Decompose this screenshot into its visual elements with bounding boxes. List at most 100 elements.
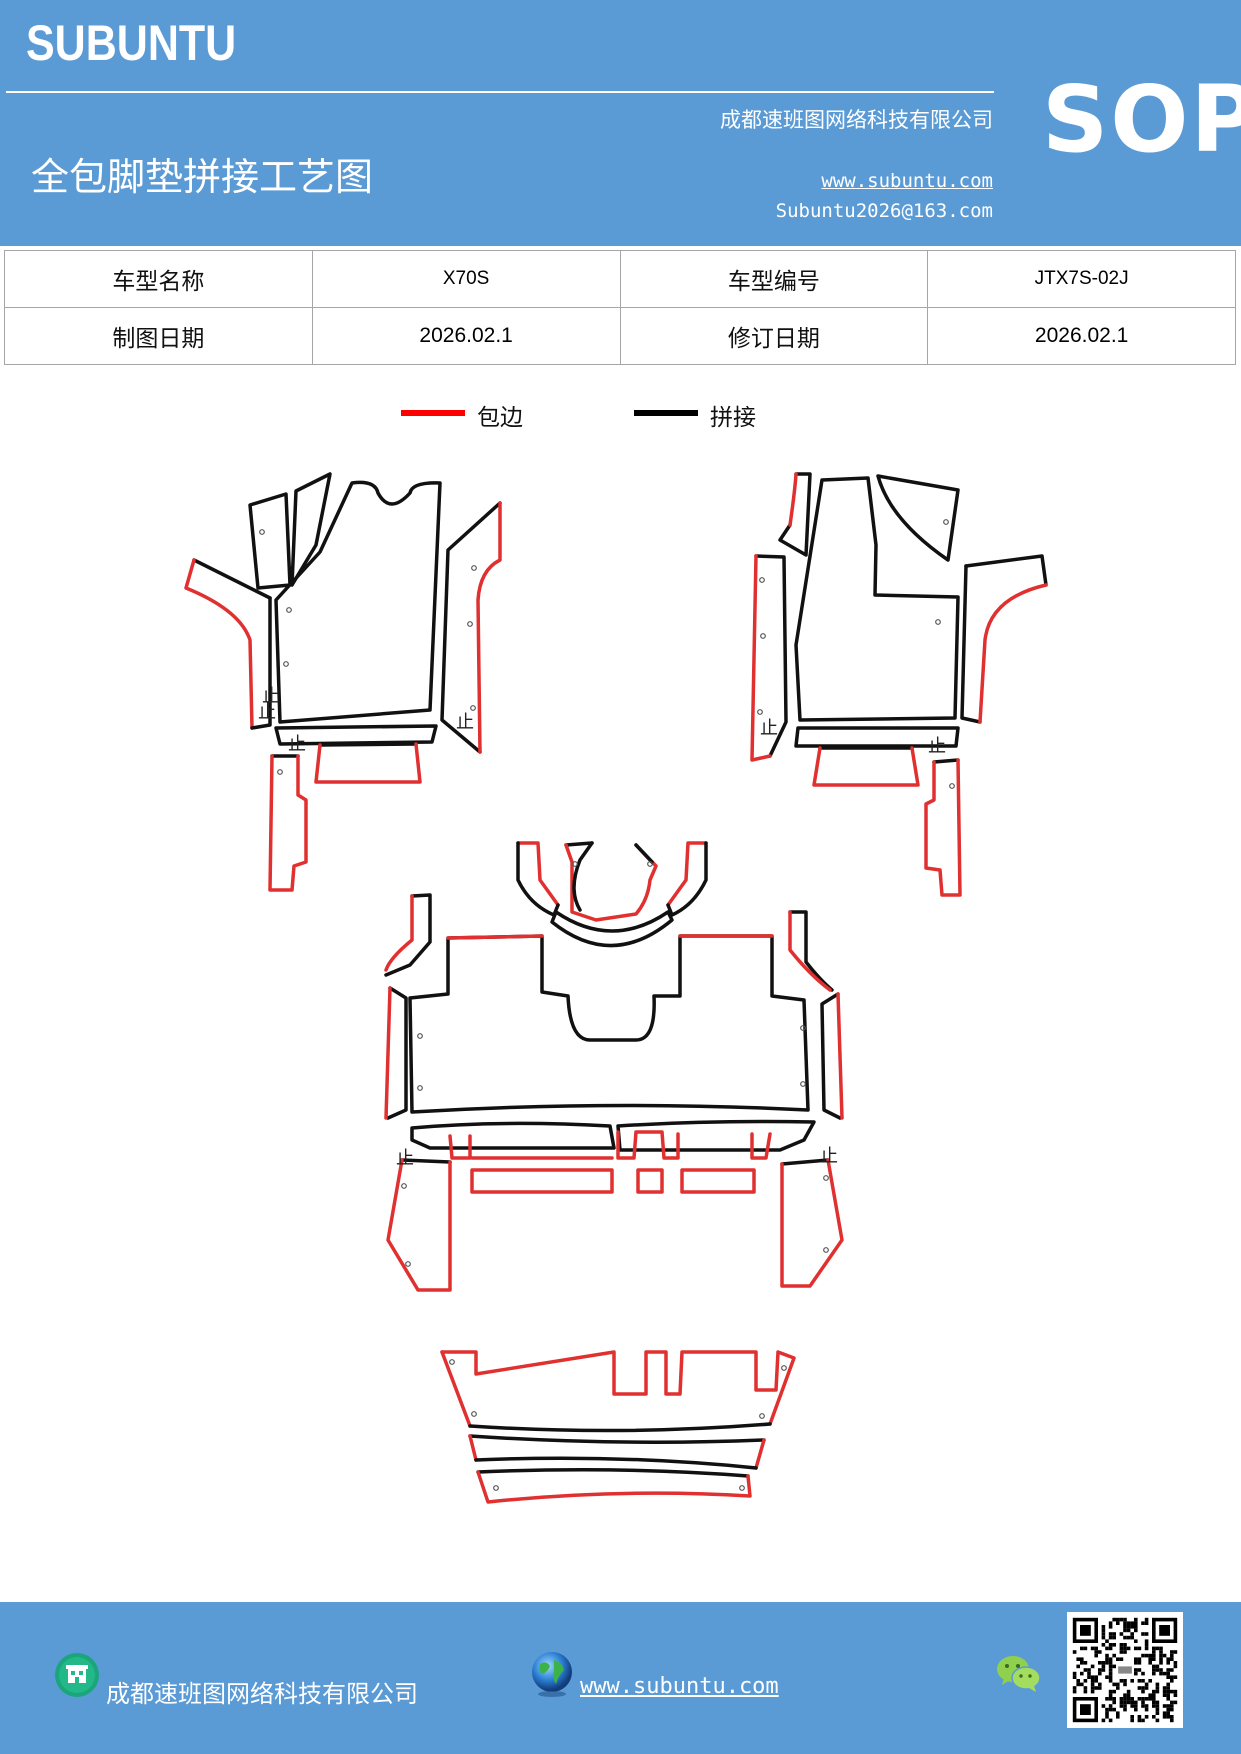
footer-company-name: 成都速班图网络科技有限公司 [106,1680,418,1708]
edge-binding [788,472,798,527]
seam-line [468,1422,772,1433]
legend-seam-label: 拼接 [710,405,756,431]
globe-icon [532,1652,572,1697]
legend-binding-swatch [401,410,465,416]
legend-seam-swatch [634,410,698,416]
seam-line [964,554,1048,587]
edge-binding [812,746,920,787]
footer-website-link[interactable]: www.subuntu.com [580,1674,779,1699]
table-row: 车型名称 X70S 车型编号 JTX7S-02J [4,250,1236,308]
edge-binding [314,742,422,784]
mat-piece [794,726,960,748]
brand-logo: SUBUNTU [26,15,237,71]
model-name-value: X70S [311,250,621,308]
seam-line [788,910,834,992]
hole-markers [259,519,955,1491]
stop-markers: 止 止 止 止 止 止 止 止 [258,686,946,1169]
building-icon [55,1653,99,1697]
stop-marker: 止 [396,1148,414,1169]
revision-date-label: 修订日期 [619,307,929,365]
seam-line [386,986,408,1120]
mat-piece [876,474,960,562]
stop-marker: 止 [928,736,946,757]
seam-line [474,1456,758,1470]
edge-binding [384,894,414,972]
seam-line [666,841,708,917]
rear-mat-group [440,1350,796,1504]
mat-piece [410,1121,616,1150]
seam-line [778,472,812,557]
edge-binding [440,1350,796,1426]
edge-binding [476,501,502,754]
company-name: 成都速班图网络科技有限公司 [720,108,993,132]
model-name-label: 车型名称 [4,250,313,308]
model-code-label: 车型编号 [619,250,929,308]
edge-binding [470,1168,614,1194]
seam-line [780,1158,830,1166]
mat-piece [290,472,332,587]
model-code-value: JTX7S-02J [927,250,1236,308]
mat-piece [550,910,674,948]
mat-piece [616,1119,816,1152]
mat-piece [794,476,960,722]
seam-line [754,554,788,758]
edge-binding [754,1438,766,1470]
edge-binding [788,910,832,992]
table-row: 制图日期 2026.02.1 修订日期 2026.02.1 [4,307,1236,365]
edge-binding [468,1434,478,1462]
edge-binding [616,1130,680,1160]
qr-code-icon [1067,1612,1183,1728]
edge-binding [386,1158,452,1292]
seam-line [400,1158,452,1164]
stop-marker: 止 [820,1146,838,1167]
edge-binding [476,1470,752,1504]
drawing-date-label: 制图日期 [4,307,313,365]
website-link[interactable]: www.subuntu.com [821,170,993,192]
edge-binding [780,1158,844,1288]
legend-binding-label: 包边 [477,405,523,431]
second-row-mat-group [384,841,844,1292]
mat-piece [274,724,438,746]
mat-splicing-diagram: 止 止 止 止 止 止 止 止 [184,472,1048,1504]
edge-binding [184,558,254,730]
seam-line [250,596,272,730]
page-title: 全包脚垫拼接工艺图 [31,155,374,199]
front-right-mat-group [750,472,1048,897]
edge-binding [446,934,544,940]
seam-line [384,893,432,977]
edge-binding [978,583,1048,724]
edge-binding [516,841,560,907]
edge-binding [836,992,844,1120]
stop-marker: 止 [258,702,276,723]
edge-binding [440,1350,472,1428]
seam-line [468,1434,766,1444]
edge-binding [750,554,772,762]
stop-marker: 止 [456,712,474,733]
edge-binding [448,1134,472,1160]
stop-marker: 止 [288,734,306,755]
email-address: Subuntu2026@163.com [775,200,993,222]
seam-line [820,992,842,1120]
mat-piece [274,480,442,724]
seam-line [564,841,594,847]
mat-piece [248,492,292,590]
mat-piece [408,934,810,1114]
stop-marker: 止 [760,718,778,739]
edge-binding [384,986,392,1120]
wechat-icon [997,1656,1041,1692]
footer-banner: 成都速班图网络科技有限公司 www.subuntu.com [0,1602,1241,1754]
front-left-mat-group [184,472,502,892]
seam-line [318,742,418,747]
seam-line [932,758,960,764]
revision-date-value: 2026.02.1 [927,307,1236,365]
drawing-date-value: 2026.02.1 [311,307,621,365]
sop-badge: SOP [1042,66,1241,173]
seam-line [476,1468,750,1478]
seam-line [192,558,272,600]
edge-binding [680,1168,756,1194]
header-divider [6,91,994,93]
edge-binding [636,1168,664,1194]
edge-binding [924,758,962,897]
edge-binding [564,843,658,922]
vehicle-info-table: 车型名称 X70S 车型编号 JTX7S-02J 制图日期 2026.02.1 … [4,250,1236,365]
